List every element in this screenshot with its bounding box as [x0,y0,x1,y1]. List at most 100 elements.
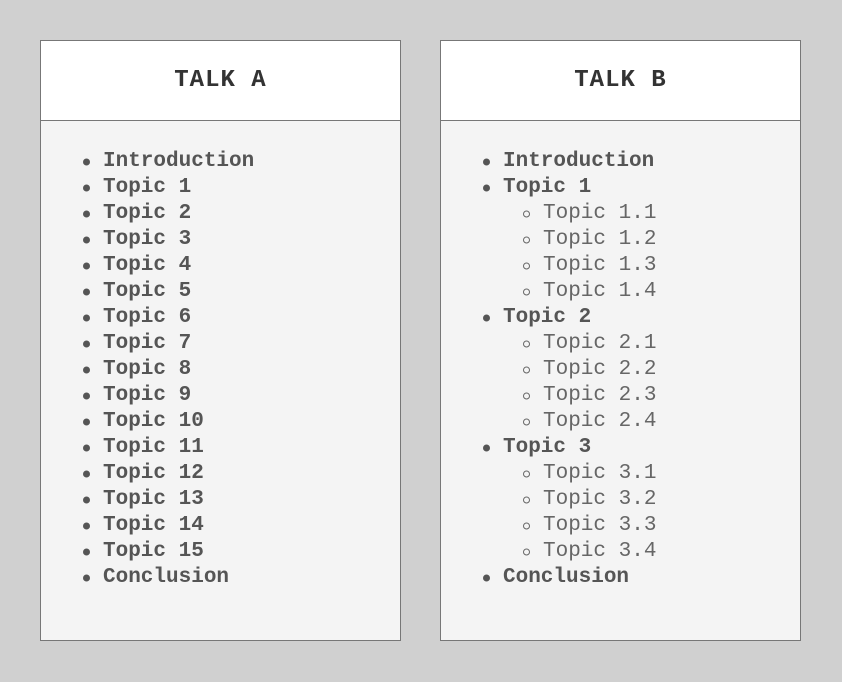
filled-bullet-icon [483,574,490,582]
outline-item: Topic 3 [41,227,400,253]
hollow-bullet-icon [523,236,530,244]
outline-subitem: Topic 2.2 [441,357,800,383]
outline-item-label: Topic 8 [103,358,192,381]
outline-item: Topic 6 [41,305,400,331]
outline-item: Introduction [41,149,400,175]
outline-item-label: Introduction [503,150,655,173]
hollow-bullet-icon [523,522,530,530]
filled-bullet-icon [83,288,90,296]
talk-a-header: TALK A [41,41,400,121]
filled-bullet-icon [83,522,90,530]
filled-bullet-icon [483,158,490,166]
outline-item-label: Introduction [103,150,255,173]
outline-subitem: Topic 1.2 [441,227,800,253]
hollow-bullet-icon [523,262,530,270]
outline-subitem: Topic 1.4 [441,279,800,305]
outline-item-label: Topic 1.4 [543,280,657,303]
filled-bullet-icon [83,158,90,166]
outline-item-label: Topic 1 [103,176,192,199]
outline-item: Topic 4 [41,253,400,279]
outline-item-label: Topic 1.1 [543,202,657,225]
outline-item: Conclusion [41,565,400,591]
outline-item: Topic 13 [41,487,400,513]
hollow-bullet-icon [523,418,530,426]
outline-item: Topic 3 [441,435,800,461]
talk-a-title: TALK A [174,67,267,94]
hollow-bullet-icon [523,470,530,478]
outline-item-label: Topic 10 [103,410,204,433]
filled-bullet-icon [83,340,90,348]
filled-bullet-icon [83,574,90,582]
outline-item-label: Topic 3.1 [543,462,657,485]
outline-item: Topic 2 [41,201,400,227]
outline-item: Conclusion [441,565,800,591]
outline-item: Topic 11 [41,435,400,461]
outline-item-label: Topic 15 [103,540,204,563]
outline-item-label: Conclusion [503,566,630,589]
filled-bullet-icon [83,392,90,400]
outline-item: Topic 7 [41,331,400,357]
outline-item-label: Topic 2.2 [543,358,657,381]
outline-item-label: Topic 11 [103,436,204,459]
filled-bullet-icon [83,210,90,218]
outline-item-label: Topic 13 [103,488,204,511]
filled-bullet-icon [83,184,90,192]
hollow-bullet-icon [523,548,530,556]
outline-subitem: Topic 2.4 [441,409,800,435]
outline-subitem: Topic 3.1 [441,461,800,487]
outline-item-label: Conclusion [103,566,230,589]
hollow-bullet-icon [523,366,530,374]
outline-item-label: Topic 9 [103,384,192,407]
filled-bullet-icon [483,314,490,322]
outline-item: Topic 2 [441,305,800,331]
filled-bullet-icon [83,470,90,478]
filled-bullet-icon [83,366,90,374]
filled-bullet-icon [83,236,90,244]
outline-item-label: Topic 3.3 [543,514,657,537]
filled-bullet-icon [483,184,490,192]
outline-item-label: Topic 1.2 [543,228,657,251]
filled-bullet-icon [83,418,90,426]
outline-item: Topic 9 [41,383,400,409]
outline-item-label: Topic 4 [103,254,192,277]
outline-item-label: Topic 7 [103,332,192,355]
outline-subitem: Topic 3.4 [441,539,800,565]
outline-item: Topic 1 [441,175,800,201]
outline-subitem: Topic 3.2 [441,487,800,513]
outline-item-label: Topic 2.4 [543,410,657,433]
filled-bullet-icon [83,548,90,556]
outline-item-label: Topic 3.2 [543,488,657,511]
outline-subitem: Topic 3.3 [441,513,800,539]
hollow-bullet-icon [523,288,530,296]
filled-bullet-icon [83,314,90,322]
outline-item-label: Topic 6 [103,306,192,329]
outline-item-label: Topic 2.1 [543,332,657,355]
outline-item-label: Topic 3.4 [543,540,657,563]
outline-item-label: Topic 5 [103,280,192,303]
outline-item-label: Topic 14 [103,514,204,537]
filled-bullet-icon [83,496,90,504]
outline-item-label: Topic 2.3 [543,384,657,407]
outline-subitem: Topic 1.1 [441,201,800,227]
outline-item-label: Topic 3 [503,436,592,459]
outline-item-label: Topic 1.3 [543,254,657,277]
hollow-bullet-icon [523,496,530,504]
talk-b-title: TALK B [574,67,667,94]
hollow-bullet-icon [523,392,530,400]
outline-item-label: Topic 3 [103,228,192,251]
outline-item: Introduction [441,149,800,175]
outline-item: Topic 8 [41,357,400,383]
filled-bullet-icon [483,444,490,452]
outline-subitem: Topic 2.3 [441,383,800,409]
outline-item: Topic 15 [41,539,400,565]
outline-item: Topic 5 [41,279,400,305]
hollow-bullet-icon [523,210,530,218]
talk-b-header: TALK B [441,41,800,121]
hollow-bullet-icon [523,340,530,348]
outline-item: Topic 12 [41,461,400,487]
outline-item-label: Topic 2 [503,306,592,329]
outline-item: Topic 14 [41,513,400,539]
